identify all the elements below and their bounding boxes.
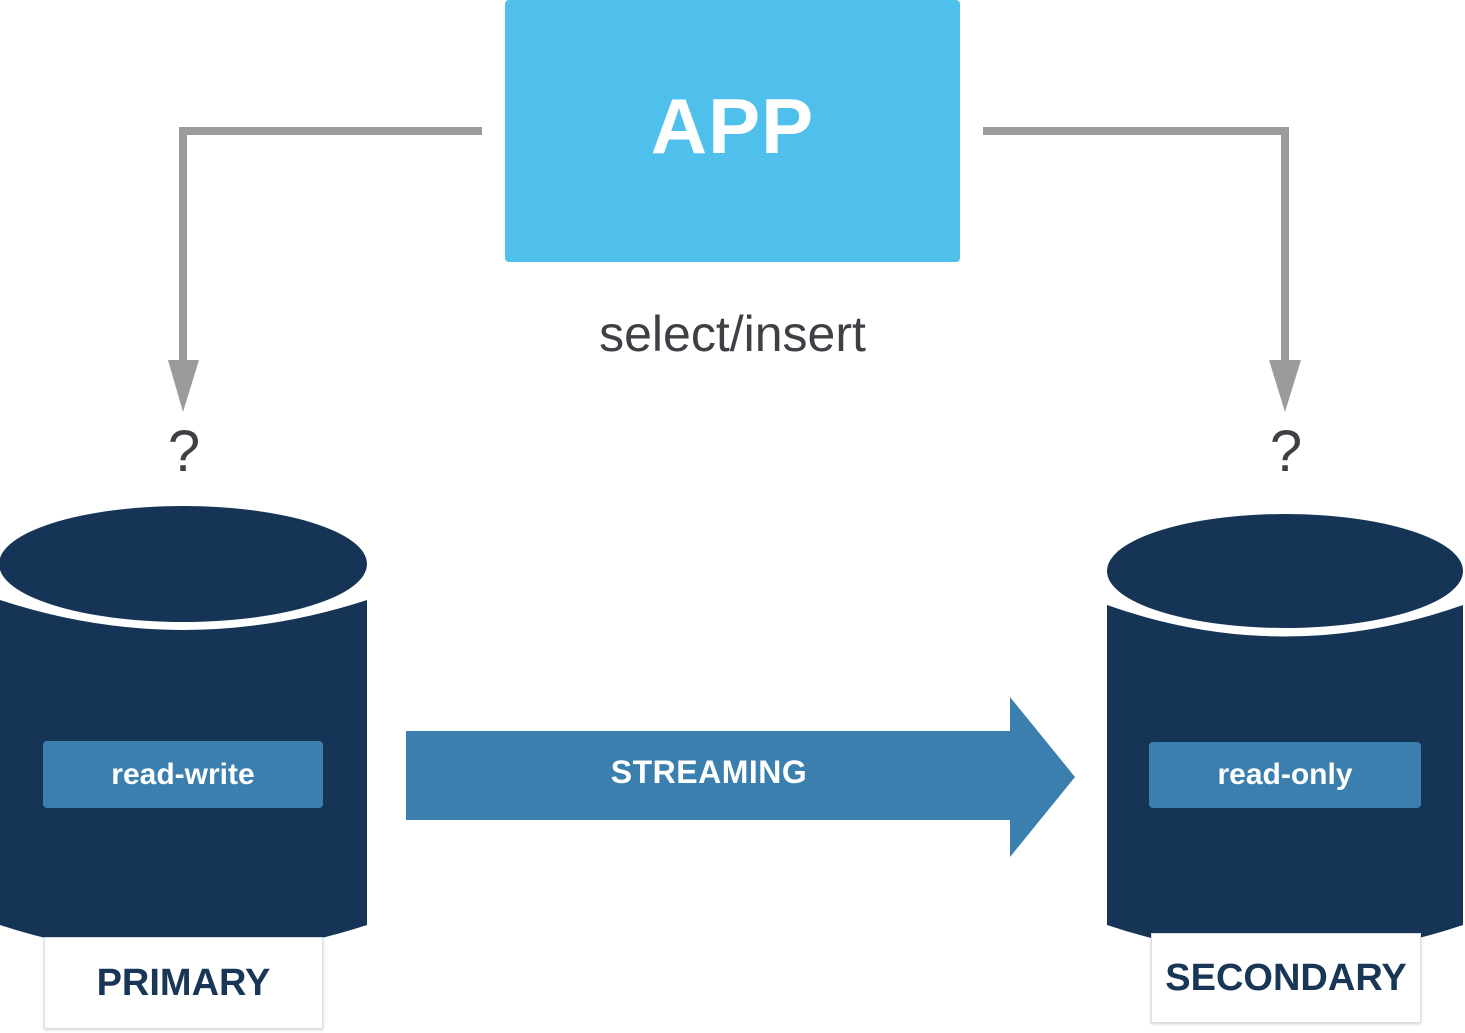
streaming-arrow-icon [406,697,1075,857]
arrowhead-secondary-icon [1269,360,1301,412]
primary-database-icon [0,506,367,955]
secondary-question-mark: ? [1269,419,1303,484]
secondary-name-box: SECONDARY [1151,933,1421,1023]
app-label: APP [650,81,815,170]
primary-mode-tag: read-write [43,741,323,808]
secondary-database-icon [1107,514,1463,955]
primary-name-label: PRIMARY [96,961,271,1004]
connector-app-to-primary [179,127,482,366]
connector-app-to-secondary [983,127,1289,366]
primary-mode-label: read-write [111,757,255,791]
primary-name-box: PRIMARY [44,937,323,1029]
streaming-label: STREAMING [610,754,808,790]
operation-label: select/insert [599,306,866,362]
app-box: APP [505,0,960,262]
arrowhead-primary-icon [168,360,199,412]
primary-question-mark: ? [167,419,201,484]
secondary-mode-tag: read-only [1149,742,1421,808]
secondary-name-label: SECONDARY [1165,956,1407,999]
secondary-mode-label: read-only [1217,758,1353,791]
